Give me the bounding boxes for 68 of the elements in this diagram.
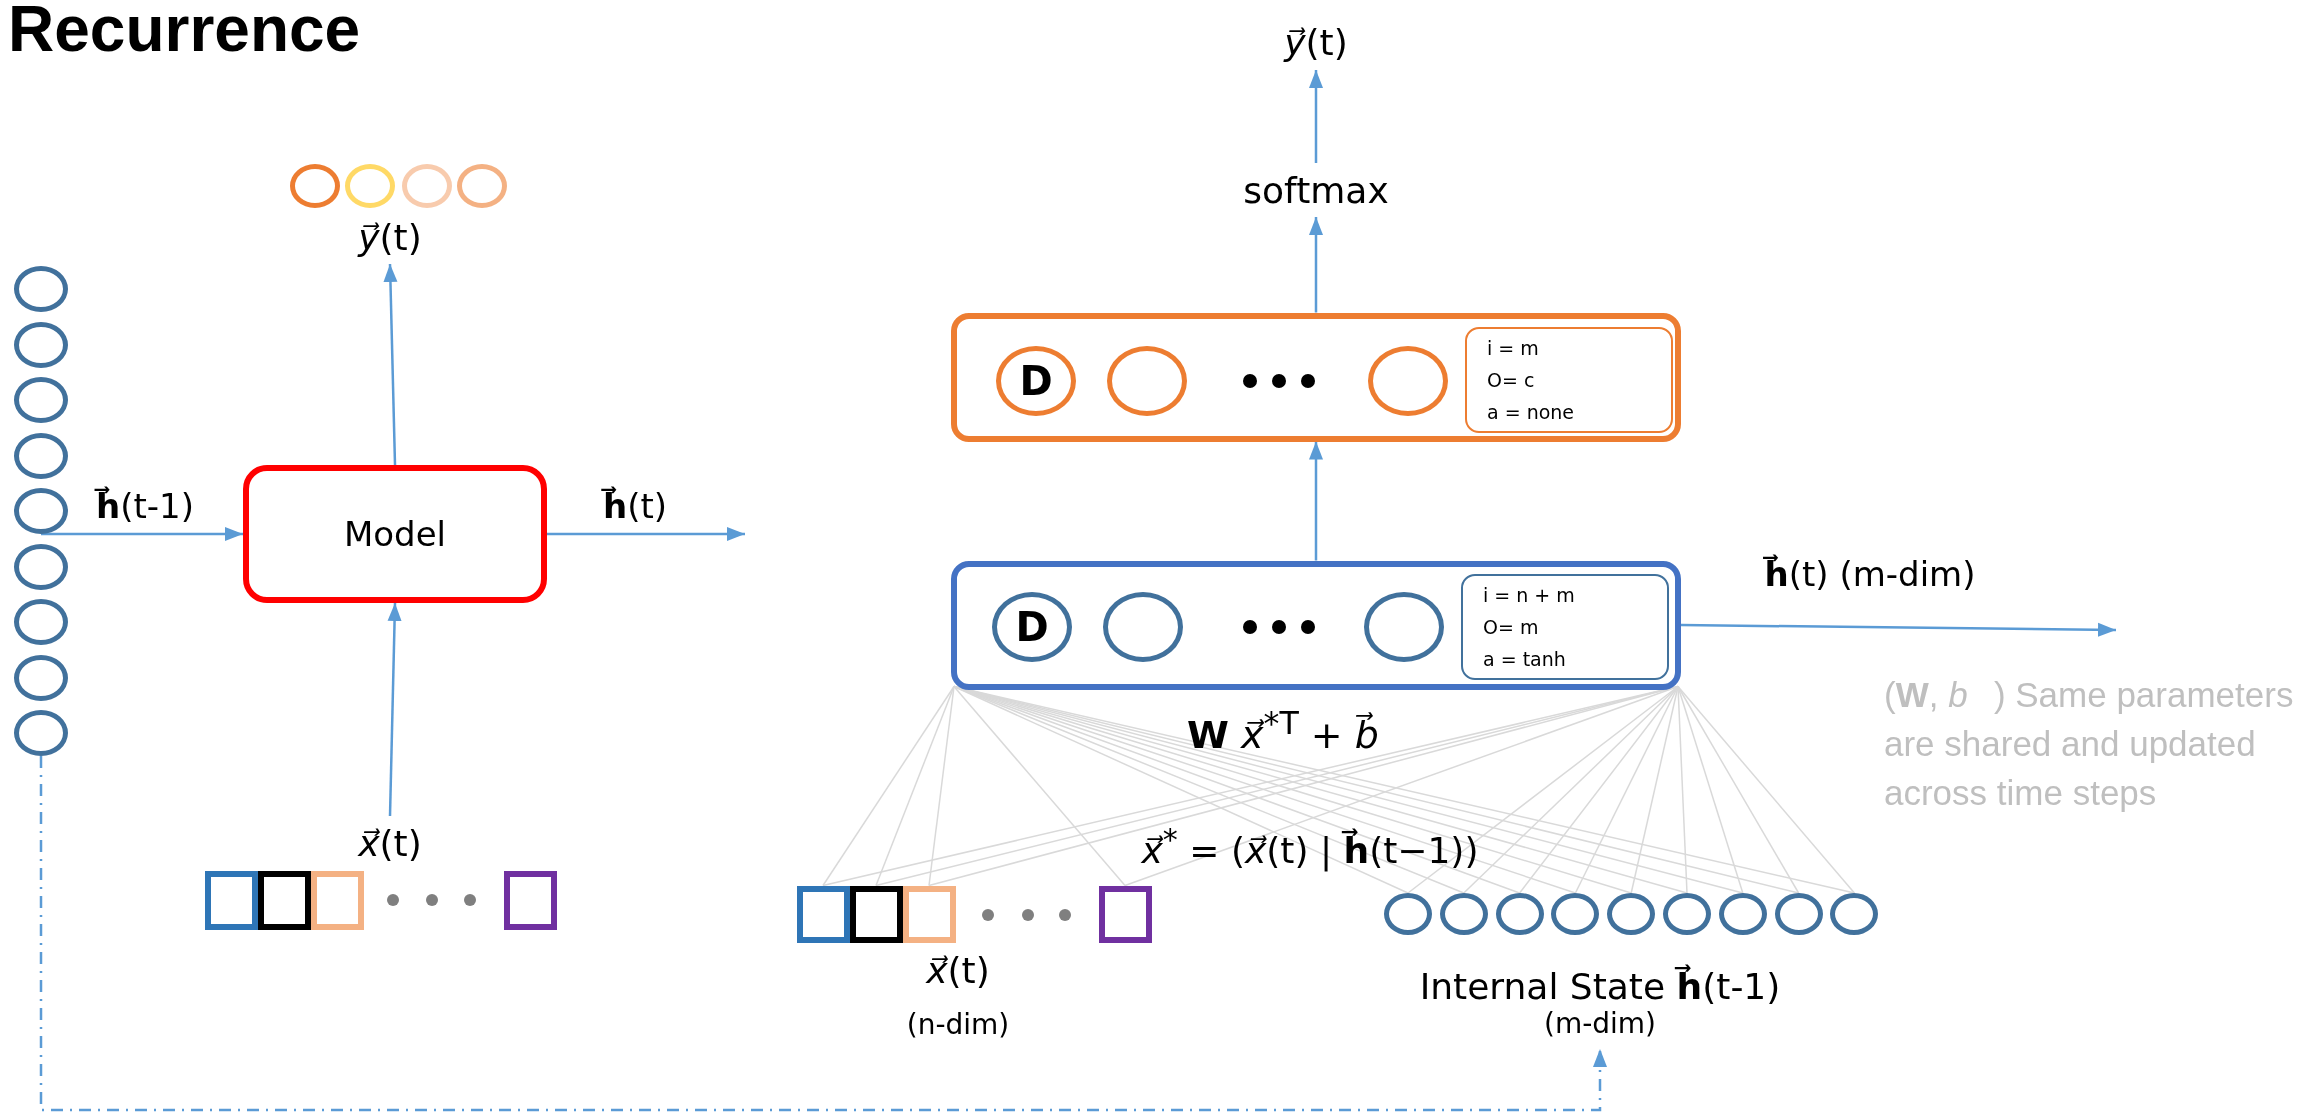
parameter-line: i = m bbox=[1487, 336, 1539, 361]
input-square bbox=[310, 870, 364, 930]
neuron-circle bbox=[14, 654, 68, 701]
parameter-line: a = tanh bbox=[1483, 647, 1566, 672]
state-label: Internal State h⃗(t-1) bbox=[1419, 966, 1781, 1007]
parameter-box bbox=[1465, 327, 1673, 433]
parameter-line: O= c bbox=[1487, 368, 1535, 393]
dimension-note: (n-dim) bbox=[905, 1008, 1011, 1041]
neuron-circle: D bbox=[996, 346, 1076, 416]
arrow bbox=[1309, 70, 1323, 163]
formula-label: x⃗$^{*}$ = (x⃗(t) | h⃗(t−1)) bbox=[1140, 822, 1480, 871]
neuron-circle bbox=[402, 164, 452, 208]
input-square bbox=[503, 870, 557, 930]
neuron-circle bbox=[1439, 893, 1488, 935]
layer-box bbox=[951, 560, 1681, 690]
neuron-circle bbox=[14, 599, 68, 645]
dimension-note: (m-dim) bbox=[1543, 1007, 1657, 1040]
arrow bbox=[39, 756, 1607, 1112]
neuron-circle bbox=[14, 321, 68, 368]
neuron-circle bbox=[1830, 893, 1879, 935]
arrow bbox=[383, 263, 398, 466]
input-square bbox=[849, 885, 903, 943]
parameter-line: a = none bbox=[1487, 400, 1575, 425]
math-label: x⃗(t) bbox=[330, 816, 450, 870]
arrow bbox=[1309, 441, 1323, 561]
neuron-circle bbox=[1607, 893, 1656, 935]
connection-line bbox=[822, 685, 955, 887]
input-square bbox=[902, 885, 956, 943]
input-square bbox=[796, 885, 850, 943]
arrow bbox=[547, 527, 745, 541]
arrow bbox=[41, 527, 243, 541]
layer-box bbox=[951, 312, 1681, 442]
input-square bbox=[257, 870, 311, 930]
neuron-circle bbox=[457, 164, 507, 208]
neuron-circle bbox=[1774, 893, 1823, 935]
neuron-circle bbox=[14, 710, 68, 756]
neuron-circle: D bbox=[992, 592, 1072, 662]
neuron-circle bbox=[1718, 893, 1767, 935]
neuron-circle bbox=[290, 164, 340, 208]
neuron-circle bbox=[1551, 893, 1600, 935]
math-label: y⃗(t) bbox=[1251, 14, 1381, 70]
title: Recurrence bbox=[8, 0, 361, 66]
math-label: y⃗(t) bbox=[330, 210, 450, 264]
function-label: softmax bbox=[1216, 163, 1416, 217]
input-square bbox=[1098, 885, 1152, 943]
neuron-circle bbox=[345, 164, 395, 208]
neuron-circle bbox=[14, 488, 68, 534]
connection-line bbox=[1677, 685, 1856, 894]
connection-line bbox=[928, 685, 955, 887]
neuron-circle bbox=[14, 377, 68, 423]
connection-line bbox=[953, 685, 1126, 887]
input-square bbox=[204, 870, 258, 930]
parameter-line: O= m bbox=[1483, 615, 1539, 640]
parameter-line: i = n + m bbox=[1483, 583, 1575, 608]
arrow bbox=[387, 602, 402, 817]
neuron-circle bbox=[14, 266, 68, 312]
arrow bbox=[1309, 217, 1323, 313]
neuron-circle bbox=[14, 432, 68, 479]
neuron-circle bbox=[14, 543, 68, 590]
model-box: Model bbox=[243, 465, 547, 603]
neuron-circle bbox=[1663, 893, 1711, 935]
math-label: x⃗(t) bbox=[924, 950, 991, 991]
formula-label: W x⃗$^{*T}$ + b⃗ bbox=[1186, 705, 1380, 757]
note-text: (W, b⃗) Same parameters are shared and updated across time steps bbox=[1884, 674, 2295, 814]
arrow bbox=[1681, 622, 2116, 637]
neuron-circle bbox=[1384, 893, 1432, 935]
parameter-box bbox=[1461, 574, 1669, 680]
neuron-circle bbox=[1495, 893, 1544, 935]
